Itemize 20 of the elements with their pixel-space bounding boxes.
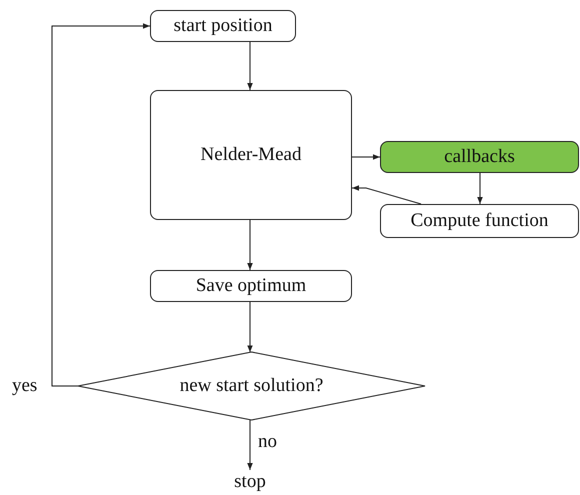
node-label: start position: [174, 15, 272, 37]
node-label: Nelder-Mead: [200, 144, 302, 166]
node-label: callbacks: [444, 146, 515, 168]
arrow: [52, 23, 150, 386]
process-box: [380, 141, 579, 173]
process-box: [150, 90, 352, 220]
terminal-text: stop: [234, 471, 266, 493]
process-box: [150, 10, 296, 42]
arrow: [352, 154, 380, 160]
process-box: [380, 204, 579, 238]
process-box: [150, 270, 352, 302]
arrow: [352, 185, 422, 204]
arrow: [477, 172, 483, 204]
node-label: new start solution?: [180, 375, 324, 397]
arrow: [247, 220, 253, 270]
arrow: [247, 302, 253, 353]
node-label: Compute function: [410, 210, 548, 232]
arrow: [247, 419, 253, 470]
node-label: Save optimum: [196, 275, 306, 297]
arrow: [247, 42, 253, 90]
